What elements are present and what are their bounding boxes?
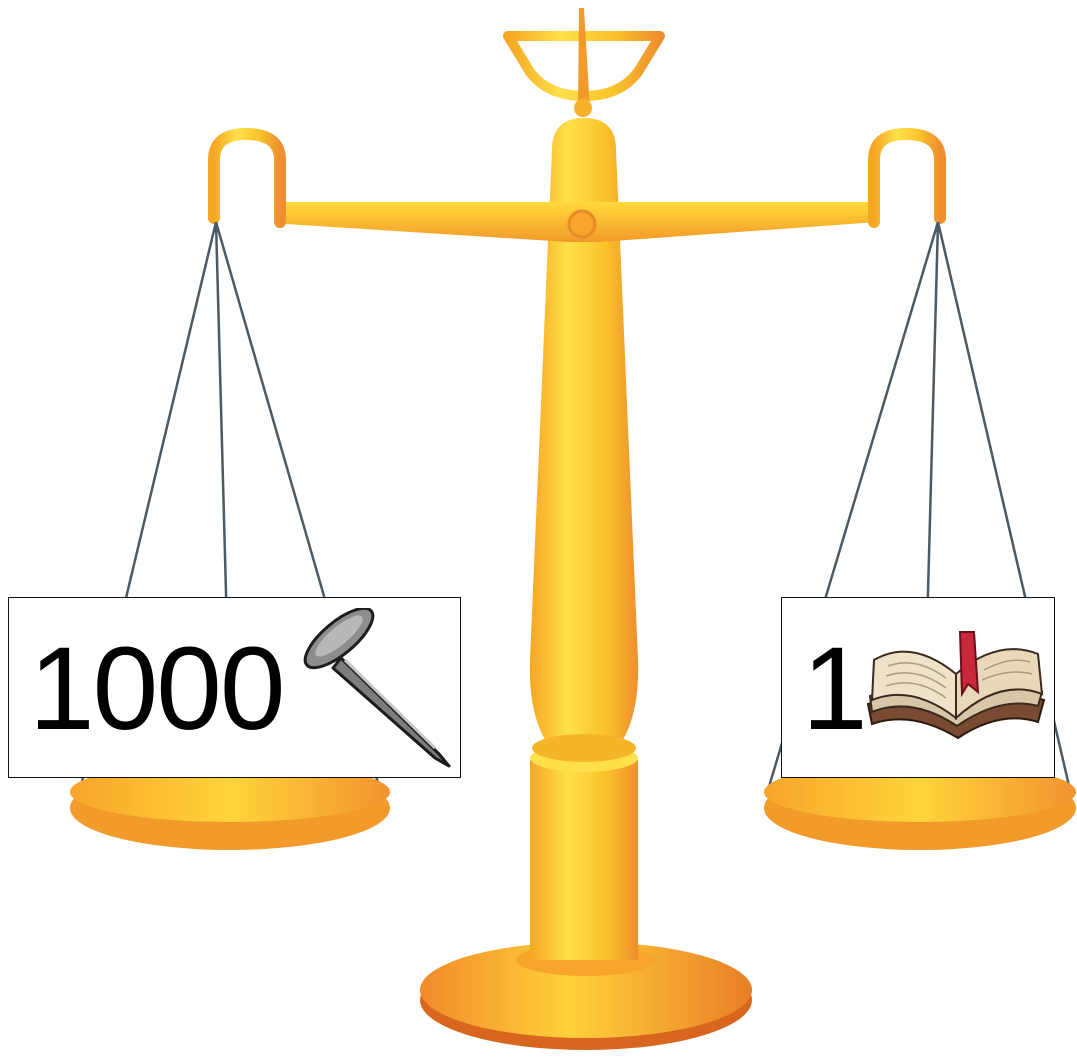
pointer-ornament — [508, 8, 660, 117]
right-pan-label: 1 — [781, 597, 1055, 778]
nail-icon — [299, 608, 459, 770]
left-pan-label: 1000 — [8, 597, 461, 778]
book-icon — [860, 626, 1050, 746]
scale-base — [420, 744, 752, 1050]
right-quantity: 1 — [802, 630, 868, 748]
left-quantity: 1000 — [29, 630, 284, 748]
